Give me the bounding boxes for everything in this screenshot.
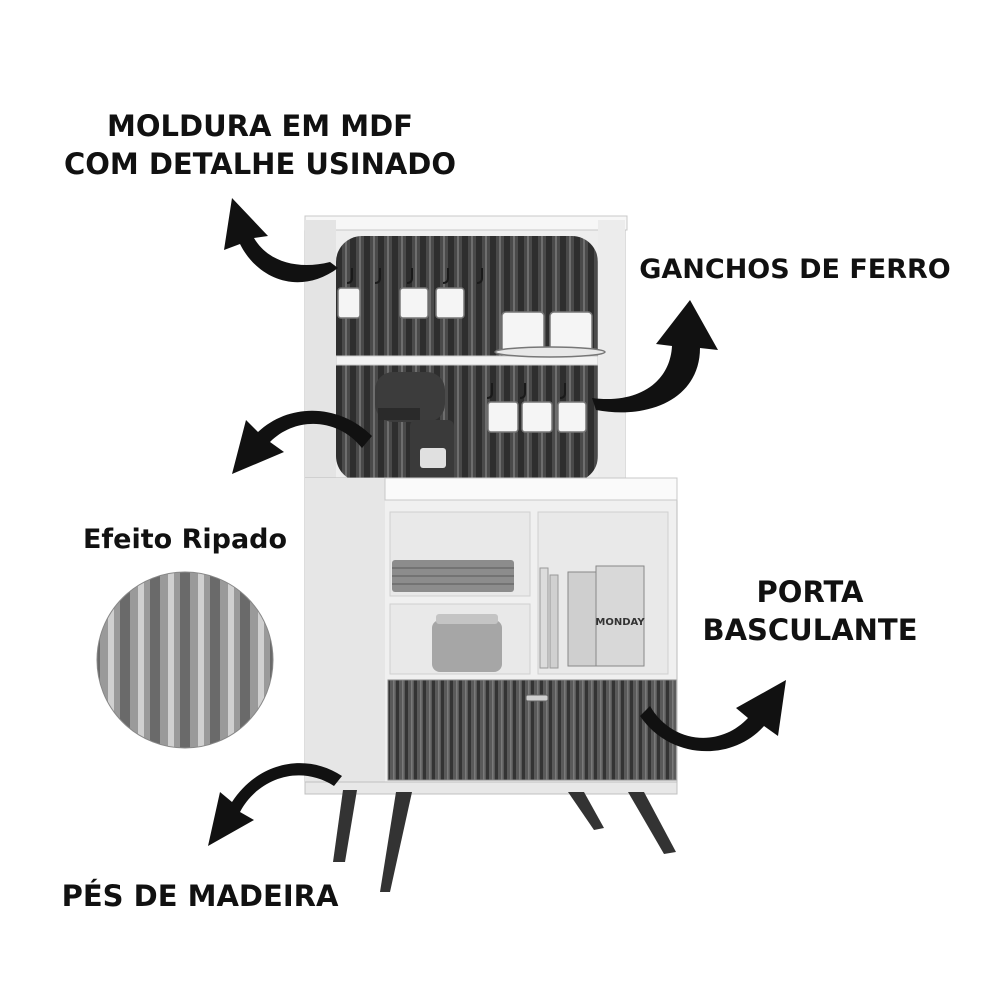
label-ganchos: GANCHOS DE FERRO — [639, 254, 951, 285]
label-porta-basculante: PORTA BASCULANTE — [690, 574, 930, 649]
slat-sample-circle — [96, 571, 274, 749]
arrow-ganchos — [592, 300, 718, 413]
mugs-middle — [487, 401, 587, 433]
label-moldura-line1: MOLDURA EM MDF — [107, 109, 413, 143]
iron-hooks — [346, 268, 566, 399]
arrow-porta — [640, 680, 786, 752]
label-pes-de-madeira: PÉS DE MADEIRA — [61, 879, 339, 913]
label-moldura-line2: COM DETALHE USINADO — [63, 146, 457, 181]
wooden-legs — [333, 790, 676, 892]
label-porta-line1: PORTA — [756, 575, 864, 609]
label-porta-line2: BASCULANTE — [702, 612, 918, 647]
mugs-top — [337, 287, 606, 358]
cabinet-base: MONDAY — [304, 477, 678, 795]
arrow-moldura — [224, 198, 338, 283]
arrow-pes — [208, 763, 342, 846]
coffee-machine — [375, 372, 454, 490]
label-efeito-ripado: Efeito Ripado — [82, 524, 288, 555]
arrow-ripado — [232, 410, 372, 474]
package-label: MONDAY — [595, 617, 645, 628]
label-moldura: MOLDURA EM MDF COM DETALHE USINADO — [40, 108, 480, 183]
